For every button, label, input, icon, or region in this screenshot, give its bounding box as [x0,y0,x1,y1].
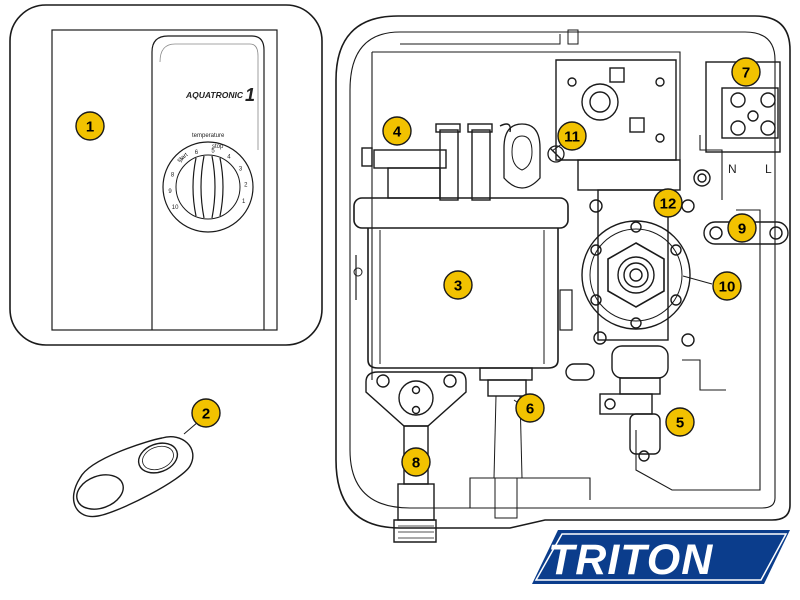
callout-number-12: 12 [660,196,677,213]
callout-number-3: 3 [454,278,462,295]
terminal-live-label: L [765,162,772,176]
front-cover [9,4,323,346]
gasket [72,421,199,518]
callout-badge-12 [653,188,683,218]
dial-label: temperature [192,133,225,139]
dial-number: 10 [172,205,179,211]
callout-number-4: 4 [393,124,402,141]
dial-number: 2 [244,182,248,188]
callout-badge-11 [557,121,587,151]
cover-model-number: 1 [245,85,255,105]
dial-numbers: 1 2 3 4 5 6 7 8 9 10 [168,148,248,211]
callout-badge-7 [731,57,761,87]
callout-number-9: 9 [738,221,746,238]
callout-number-6: 6 [526,401,534,418]
dial-number: 5 [211,148,215,154]
callout-badge-3 [443,270,473,300]
callout-badge-2 [191,398,221,428]
terminal-neutral-label: N [728,162,737,176]
callout-number-1: 1 [86,119,94,136]
dial-number: 4 [227,154,231,160]
mounting-keyhole [503,123,541,189]
dial-number: 7 [180,158,184,164]
water-inlet [565,345,669,462]
callout-number-7: 7 [742,65,750,82]
callout-badge-9 [727,213,757,243]
dial-number: 3 [239,166,243,172]
callout-badge-8 [401,447,431,477]
callout-number-5: 5 [676,415,684,432]
triton-logo-text: TRITON [548,536,713,584]
element-terminal [479,367,533,479]
heater-can [353,197,573,369]
dial-number: 8 [171,172,175,178]
triton-logo: TRITON [532,530,790,584]
dial-number: 6 [195,150,199,156]
callout-number-2: 2 [202,406,210,423]
callout-number-10: 10 [719,279,736,296]
cover-brand: AQUATRONIC [185,90,244,100]
dial-number: 9 [168,189,172,195]
dial-stop-label: stop [212,144,224,150]
callout-badge-5 [665,407,695,437]
callout-number-11: 11 [564,129,580,146]
terminal-block [705,61,781,153]
callout-badge-10 [712,271,742,301]
solenoid-valve [577,159,711,347]
dial-number: 1 [242,199,246,205]
backplate [335,15,791,529]
callout-badge-6 [515,393,545,423]
callout-badge-1 [75,111,105,141]
callout-badge-4 [382,116,412,146]
temperature-dial [162,141,254,233]
callout-number-8: 8 [412,455,420,472]
